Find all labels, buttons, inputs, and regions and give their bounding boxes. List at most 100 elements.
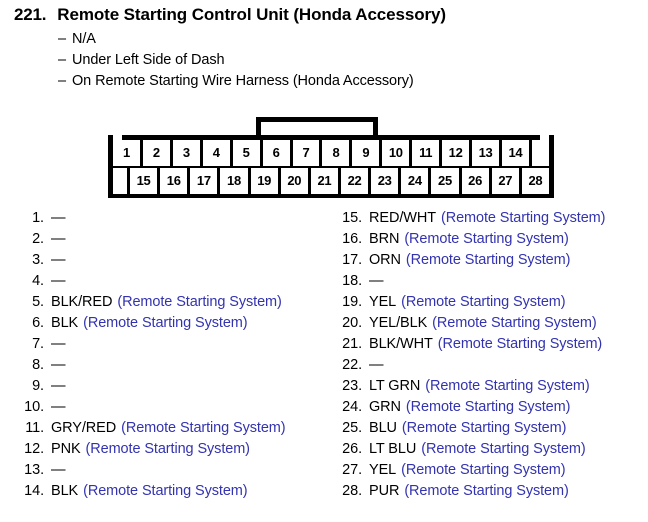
pin-legend-wire-color: PUR [369,483,400,499]
pin-legend-system: (Remote Starting System) [405,252,571,268]
pin-legend-number: 2. [32,231,44,247]
pin-legend-item: 28. PUR(Remote Starting System) [336,483,605,504]
connector-pin-26: 26 [461,168,492,194]
connector-endcap-cell [113,168,130,194]
pin-legend-system: (Remote Starting System) [404,231,569,247]
pin-legend-item: 9. — [18,378,286,399]
pin-legend-number: 22. [342,357,362,373]
connector-pin-14: 14 [501,140,532,166]
pin-legend-system: (Remote Starting System) [117,294,282,310]
pin-legend-wire-color: LT BLU [369,441,417,457]
connector-pin-12: 12 [442,140,473,166]
pin-legend-item: 11.GRY/RED(Remote Starting System) [18,420,285,441]
pin-legend-number: 27. [342,462,362,478]
pin-legend-wire-color: ORN [369,252,401,268]
connector-pin-15: 15 [130,168,161,194]
pin-legend-number: 15. [342,210,362,226]
connector-pin-25: 25 [431,168,462,194]
pin-legend-number: 6. [32,315,44,331]
pin-legend-item: 3. — [18,252,286,273]
pin-legend-system: (Remote Starting System) [404,483,569,499]
connector-pin-8: 8 [322,140,353,166]
pin-legend-item: 10. — [18,399,286,420]
pin-legend-wire-color: — [51,273,66,289]
pin-legend-number: 10. [24,399,44,415]
connector-pin-10: 10 [382,140,413,166]
pin-legend-wire-color: — [51,252,66,268]
detail-line-connector: –N/A [58,31,96,47]
pin-legend-number: 13. [24,462,44,478]
pin-legend-wire-color: RED/WHT [369,210,436,226]
pin-legend-wire-color: — [369,273,384,289]
pin-legend-wire-color: BRN [369,231,400,247]
pin-legend-wire-color: — [51,399,66,415]
detail-line-location: –Under Left Side of Dash [58,52,225,68]
connector-pin-3: 3 [172,140,203,166]
pin-legend-item: 23.LT GRN(Remote Starting System) [336,378,605,399]
pin-legend-system: (Remote Starting System) [437,336,603,352]
pin-legend-system: (Remote Starting System) [440,210,606,226]
detail-text: N/A [72,31,96,47]
connector-pin-28: 28 [521,168,549,194]
pin-legend-number: 3. [32,252,44,268]
pin-legend-item: 4.— [18,273,286,294]
pin-legend-item: 27.YEL(Remote Starting System) [336,462,605,483]
connector-pin-16: 16 [160,168,191,194]
connector-pin-27: 27 [491,168,522,194]
pin-legend-wire-color: BLK/WHT [369,336,433,352]
pin-legend-item: 5.BLK/RED(Remote Starting System) [18,294,286,315]
connector-pin-20: 20 [280,168,311,194]
detail-text: Under Left Side of Dash [72,52,225,68]
pin-legend-number: 26. [342,441,362,457]
connector-pin-23: 23 [371,168,402,194]
pin-legend-number: 9. [32,378,44,394]
pin-legend-number: 18. [342,273,362,289]
pin-legend-number: 11. [25,420,44,436]
pin-legend-wire-color: YEL [369,462,397,478]
pin-legend-system: (Remote Starting System) [83,483,248,499]
pin-legend-wire-color: BLK/RED [51,294,113,310]
pin-legend-number: 8. [32,357,44,373]
pin-legend-system: (Remote Starting System) [432,315,597,331]
pin-legend-number: 24. [342,399,362,415]
pin-legend-wire-color: YEL [369,294,397,310]
pin-legend-system: (Remote Starting System) [401,294,566,310]
pin-legend-item: 7.— [18,336,286,357]
pin-legend-wire-color: — [51,357,66,373]
pin-legend-column-left: 1.—2.—3.—4.—5.BLK/RED(Remote Starting Sy… [18,210,286,504]
pin-legend-wire-color: GRN [369,399,401,415]
pin-legend-item: 19. YEL(Remote Starting System) [336,294,605,315]
pin-legend-number: 19. [342,294,362,310]
pin-legend-number: 14. [24,483,44,499]
connector-pin-19: 19 [250,168,281,194]
connector-pin-5: 5 [232,140,263,166]
pin-legend-number: 16. [342,231,362,247]
pin-legend-number: 28. [342,483,362,499]
pin-legend-number: 25. [342,420,362,436]
connector-pin-9: 9 [352,140,383,166]
pin-legend-wire-color: PNK [51,441,81,457]
pin-legend-wire-color: BLU [369,420,397,436]
pin-legend-item: 20.YEL/BLK(Remote Starting System) [336,315,605,336]
pin-legend-item: 26. LT BLU(Remote Starting System) [336,441,605,462]
pin-legend-wire-color: — [51,462,66,478]
connector-pin-2: 2 [142,140,173,166]
bullet-dash-icon: – [58,52,66,68]
pin-legend-wire-color: — [51,378,66,394]
pin-legend-item: 6.BLK(Remote Starting System) [18,315,286,336]
pin-legend-item: 14.BLK(Remote Starting System) [18,483,286,504]
pin-legend-item: 15. RED/WHT(Remote Starting System) [336,210,605,231]
connector-endcap-cell [531,140,549,166]
connector-pin-17: 17 [190,168,221,194]
pin-legend-system: (Remote Starting System) [421,441,586,457]
pin-legend-wire-color: BLK [51,315,79,331]
pin-legend-item: 25.BLU(Remote Starting System) [336,420,605,441]
connector-pin-13: 13 [472,140,502,166]
connector-pin-7: 7 [292,140,323,166]
pin-legend-item: 24.GRN(Remote Starting System) [336,399,605,420]
bullet-dash-icon: – [58,73,66,89]
connector-pin-21: 21 [310,168,341,194]
